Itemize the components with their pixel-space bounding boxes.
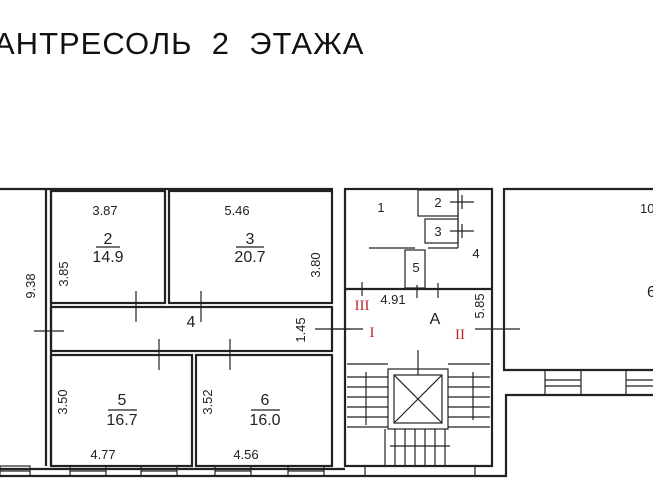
room-5-height: 3.50 (55, 389, 70, 414)
right-room-number-partial: 6 (647, 284, 653, 301)
stair-room-1: 1 (377, 200, 384, 215)
right-room-dim-partial: 10 (640, 201, 653, 216)
room-5-number: 5 (118, 392, 127, 409)
stair-block-walls (330, 187, 520, 477)
room-5-width: 4.77 (90, 447, 115, 462)
hall-label: A (430, 311, 441, 328)
stair-room-2: 2 (434, 195, 441, 210)
hall-width: 4.91 (380, 292, 405, 307)
room-6-height: 3.52 (200, 389, 215, 414)
room-5 (49, 353, 194, 468)
room-6 (194, 353, 334, 468)
marker-iii: III (355, 298, 370, 314)
room-3-width: 5.46 (224, 203, 249, 218)
room-6-number: 6 (261, 392, 270, 409)
stair-room-3: 3 (434, 224, 441, 239)
room-6-area: 16.0 (249, 412, 280, 429)
room-3-area: 20.7 (234, 249, 265, 266)
room-2-area: 14.9 (92, 249, 123, 266)
room-6-width: 4.56 (233, 447, 258, 462)
left-block-height: 9.38 (23, 273, 38, 298)
room-3 (167, 189, 334, 305)
room-4-number: 4 (187, 314, 196, 331)
stair-room-4: 4 (472, 246, 479, 261)
room-2 (49, 189, 167, 305)
stair-room-5: 5 (412, 260, 419, 275)
room-4-height: 1.45 (293, 317, 308, 342)
hall-height: 5.85 (472, 293, 487, 318)
room-3-height: 3.80 (308, 252, 323, 277)
marker-ii: II (455, 327, 465, 343)
marker-i: I (370, 325, 375, 341)
room-5-area: 16.7 (106, 412, 137, 429)
staircase (347, 350, 490, 465)
room-3-number: 3 (246, 231, 255, 248)
right-block-walls (345, 187, 653, 478)
plan-title: АНТРЕСОЛЬ 2 ЭТАЖА (0, 26, 365, 61)
room-2-height: 3.85 (56, 261, 71, 286)
room-2-width: 3.87 (92, 203, 117, 218)
room-2-number: 2 (104, 231, 113, 248)
